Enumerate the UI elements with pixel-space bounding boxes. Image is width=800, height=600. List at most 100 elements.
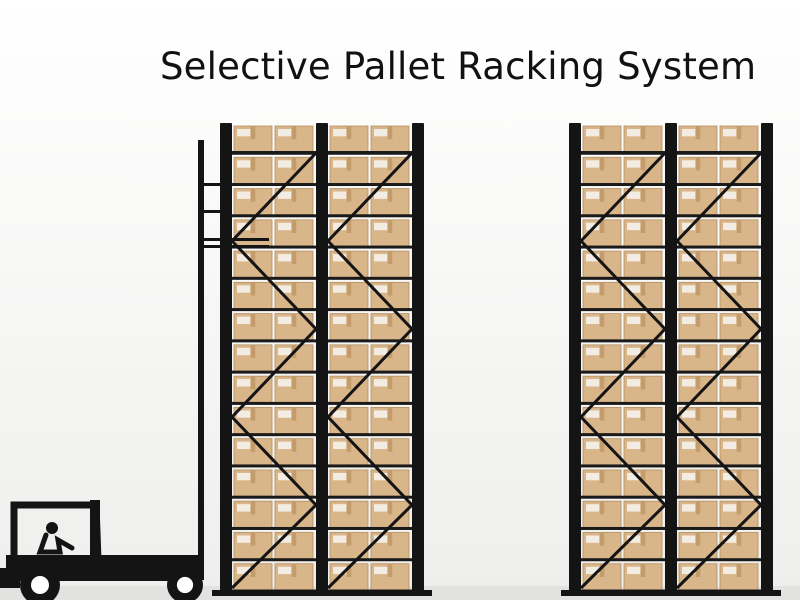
carton xyxy=(623,188,663,216)
forklift-counterweight xyxy=(0,568,20,588)
carton xyxy=(582,313,622,341)
carton xyxy=(233,281,273,310)
carton xyxy=(623,125,663,153)
beam xyxy=(677,183,761,187)
carton xyxy=(329,406,369,435)
carton xyxy=(678,532,718,560)
carton xyxy=(678,563,718,591)
beam xyxy=(677,464,761,468)
carton xyxy=(719,250,759,278)
carton xyxy=(233,406,273,435)
beam xyxy=(328,245,412,249)
carton xyxy=(274,375,314,403)
beam xyxy=(677,151,761,154)
beam xyxy=(328,464,412,468)
carton xyxy=(274,125,314,153)
beam xyxy=(677,401,761,405)
bracing xyxy=(229,151,319,590)
beam xyxy=(232,433,316,437)
carton xyxy=(233,188,273,216)
forklift-fork xyxy=(203,210,225,213)
upright xyxy=(761,123,773,592)
beam xyxy=(581,151,665,154)
carton xyxy=(678,375,718,403)
carton xyxy=(719,219,759,247)
beam xyxy=(232,401,316,405)
beam xyxy=(232,558,316,562)
base-rail xyxy=(212,590,432,596)
carton xyxy=(582,156,622,184)
carton xyxy=(623,313,663,341)
beam xyxy=(232,183,316,187)
carton xyxy=(370,250,410,278)
carton xyxy=(370,188,410,216)
beam xyxy=(232,151,316,154)
carton xyxy=(623,219,663,247)
carton xyxy=(274,219,314,247)
beam xyxy=(581,526,665,530)
forklift-fork xyxy=(203,245,269,248)
beam xyxy=(232,464,316,468)
carton xyxy=(329,344,369,372)
beam xyxy=(232,276,316,280)
carton xyxy=(370,281,410,310)
beam xyxy=(581,464,665,468)
carton xyxy=(370,219,410,247)
driver-icon xyxy=(36,522,75,555)
carton xyxy=(233,469,273,497)
upright xyxy=(665,123,677,592)
beam xyxy=(232,495,316,499)
upright xyxy=(412,123,424,592)
carton xyxy=(719,313,759,341)
carton xyxy=(582,344,622,372)
beam xyxy=(328,183,412,187)
carton xyxy=(370,438,410,466)
upright xyxy=(569,123,581,592)
carton xyxy=(233,500,273,528)
carton xyxy=(274,188,314,216)
forklift-hubcap xyxy=(31,576,49,594)
carton xyxy=(719,375,759,403)
forklift-mast xyxy=(198,140,204,580)
forklift-hubcap xyxy=(176,576,194,594)
carton xyxy=(329,250,369,278)
beam xyxy=(581,245,665,249)
beam xyxy=(677,526,761,530)
beam xyxy=(328,558,412,562)
carton xyxy=(678,469,718,497)
beam xyxy=(581,276,665,280)
beam xyxy=(677,245,761,249)
beam xyxy=(232,339,316,343)
beam xyxy=(677,308,761,312)
carton xyxy=(274,532,314,560)
carton xyxy=(582,281,622,310)
carton xyxy=(582,500,622,528)
carton xyxy=(623,563,663,591)
beam xyxy=(232,526,316,530)
carton xyxy=(329,125,369,153)
beam xyxy=(581,214,665,218)
beam xyxy=(328,339,412,343)
beam xyxy=(328,151,412,154)
beam xyxy=(581,401,665,405)
carton xyxy=(274,406,314,435)
carton xyxy=(678,188,718,216)
carton xyxy=(678,281,718,310)
carton xyxy=(329,156,369,184)
beam xyxy=(581,433,665,437)
upright xyxy=(220,123,232,592)
beam xyxy=(328,308,412,312)
bracing xyxy=(578,151,668,590)
carton xyxy=(678,250,718,278)
beam xyxy=(581,339,665,343)
beam xyxy=(677,276,761,280)
carton xyxy=(329,281,369,310)
beam xyxy=(328,214,412,218)
carton xyxy=(678,313,718,341)
carton xyxy=(623,438,663,466)
beam xyxy=(232,214,316,218)
carton xyxy=(329,219,369,247)
carton xyxy=(233,313,273,341)
carton xyxy=(582,469,622,497)
carton xyxy=(329,469,369,497)
